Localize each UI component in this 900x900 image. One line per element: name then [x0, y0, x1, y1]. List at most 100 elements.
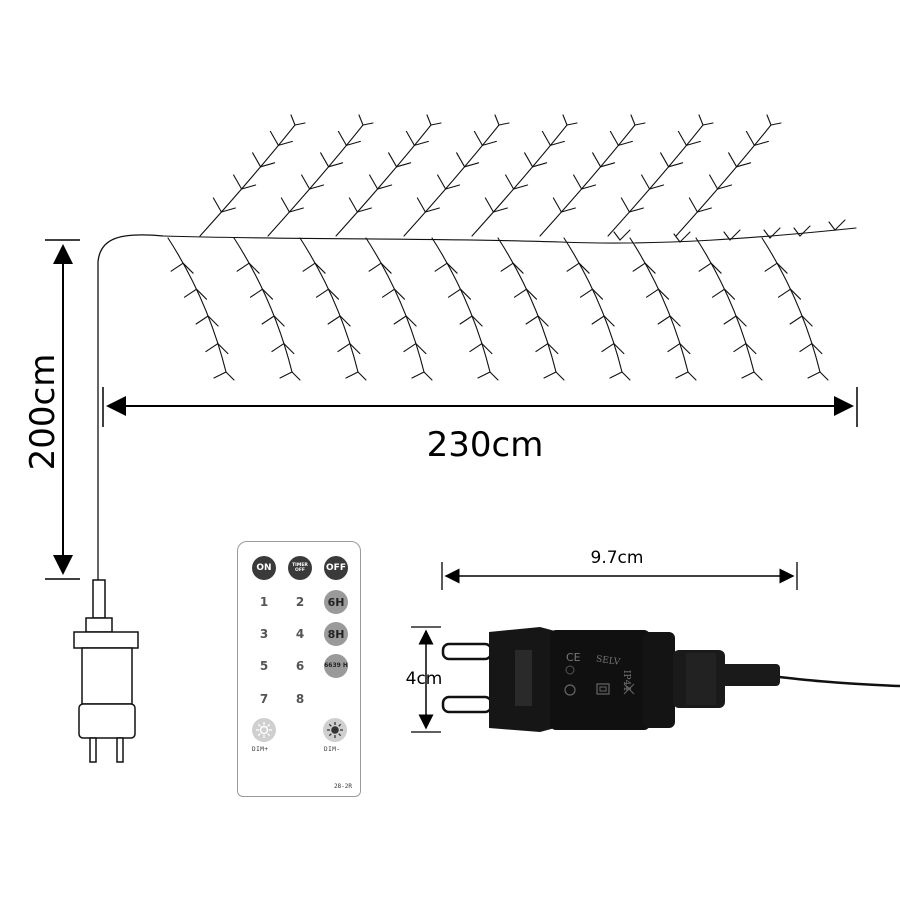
branch-stroke [711, 288, 726, 298]
branch-stroke [473, 130, 483, 146]
branch-stroke [213, 371, 235, 381]
branch-stroke [182, 262, 194, 274]
branch-stroke [675, 124, 772, 237]
remote-button-timer-off[interactable]: TIMER OFF [288, 556, 312, 580]
adapter-height-label: 4cm [406, 669, 443, 689]
branch-stroke [573, 174, 583, 190]
remote-button-6639h[interactable]: 6639 H [324, 654, 348, 678]
branch-stroke [405, 315, 417, 327]
branch-stroke [241, 184, 257, 190]
branch-stroke [494, 114, 510, 126]
branch-stroke [799, 225, 811, 237]
branch-stroke [525, 288, 538, 300]
remote-button-on[interactable]: ON [252, 556, 276, 580]
branch-stroke [591, 315, 605, 325]
branch-stroke [566, 262, 580, 272]
branch-stroke [437, 174, 447, 190]
remote-button-6[interactable]: 6 [295, 659, 305, 673]
branch-stroke [471, 315, 483, 327]
branch-stroke [828, 221, 836, 231]
dim-minus-button[interactable] [323, 718, 347, 742]
branch-stroke [547, 343, 559, 355]
branch-stroke [280, 197, 290, 213]
sun-outline-icon [256, 722, 272, 738]
dim-minus-label: DIM- [324, 746, 341, 753]
branch-stroke [356, 207, 372, 213]
branch-stroke [393, 315, 407, 325]
branch-stroke [620, 197, 630, 213]
plug-connector-icon [73, 579, 139, 763]
branch-stroke [207, 315, 219, 327]
branch-stroke [793, 227, 801, 237]
ce-mark: CE [566, 651, 581, 664]
branch-stroke [446, 262, 458, 274]
remote-button-5[interactable]: 5 [259, 659, 269, 673]
branch-stroke [252, 152, 262, 168]
branch-stroke [535, 343, 549, 353]
branch-stroke [613, 343, 625, 355]
remote-button-8h[interactable]: 8H [324, 622, 348, 646]
branch-stroke [717, 184, 733, 190]
branch-stroke [745, 343, 757, 355]
branch-stroke [368, 262, 382, 272]
width-label: 230cm [427, 425, 544, 465]
branch-stroke [459, 315, 473, 325]
branch-stroke [403, 124, 500, 237]
bin-icon [623, 683, 635, 695]
selv-mark: SELV [595, 654, 621, 667]
branch-stroke [549, 140, 565, 146]
branch-stroke [563, 237, 623, 373]
branch-stroke [261, 288, 274, 300]
branch-stroke [416, 197, 426, 213]
branch-stroke [249, 288, 264, 298]
branch-stroke [723, 315, 737, 325]
branch-stroke [301, 174, 311, 190]
branch-stroke [657, 288, 670, 300]
remote-button-2[interactable]: 2 [295, 595, 305, 609]
adapter-height-dimension: 4cm [406, 626, 443, 733]
branch-stroke [617, 140, 633, 146]
branch-stroke [524, 152, 534, 168]
remote-button-8[interactable]: 8 [295, 692, 305, 706]
remote-button-4[interactable]: 4 [295, 627, 305, 641]
remote-button-off[interactable]: OFF [324, 556, 348, 580]
remote-button-3[interactable]: 3 [259, 627, 269, 641]
branch-stroke [591, 288, 604, 300]
branch-stroke [445, 184, 461, 190]
branch-stroke [668, 162, 684, 168]
lead-cable [97, 234, 164, 582]
branch-stroke [789, 288, 802, 300]
branch-stroke [415, 343, 427, 355]
branch-stroke [349, 343, 361, 355]
branch-stroke [477, 371, 499, 381]
dim-plus-button[interactable] [252, 718, 276, 742]
branch-stroke [327, 315, 341, 325]
branch-stroke [413, 140, 429, 146]
branch-stroke [500, 262, 514, 272]
remote-button-7[interactable]: 7 [259, 692, 269, 706]
branch-stroke [431, 237, 491, 373]
branch-stroke [649, 184, 665, 190]
branch-stroke [811, 343, 823, 355]
branch-stroke [456, 152, 466, 168]
branch-stroke [669, 315, 681, 327]
branch-stroke [733, 343, 747, 353]
branch-stroke [541, 130, 551, 146]
branch-stroke [348, 197, 358, 213]
branch-stroke [600, 162, 616, 168]
branch-stroke [698, 114, 714, 126]
branch-stroke [381, 288, 396, 298]
remote-button-1[interactable]: 1 [259, 595, 269, 609]
power-adapter: CE SELV IP44 [441, 627, 900, 732]
symbol-icon [564, 684, 576, 696]
branch-stroke [609, 371, 631, 381]
branch-stroke [335, 124, 432, 237]
remote-button-6h[interactable]: 6H [324, 590, 348, 614]
height-dimension: 200cm [23, 239, 80, 580]
branch-stroke [607, 124, 704, 237]
branch-stroke [337, 343, 351, 353]
branch-stroke [777, 288, 792, 298]
branch-stroke [199, 124, 296, 237]
